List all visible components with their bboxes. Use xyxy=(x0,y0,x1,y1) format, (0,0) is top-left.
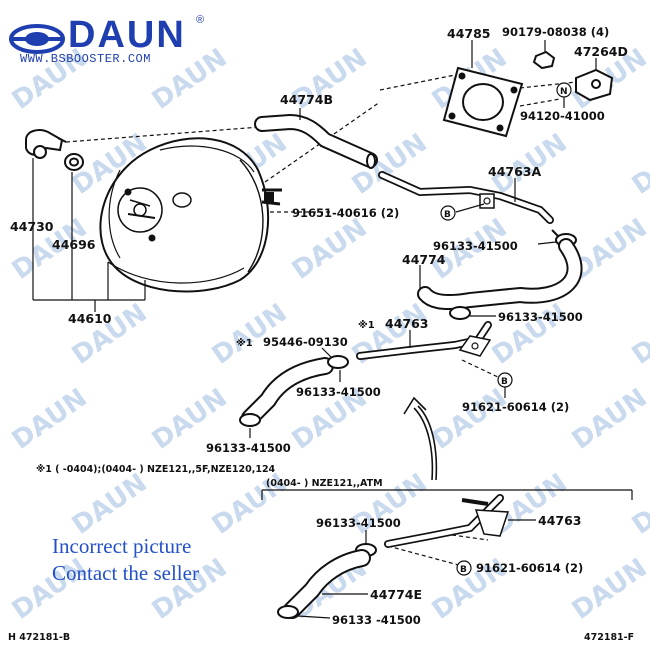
label-44774B: 44774B xyxy=(280,92,333,107)
label-91621-a: 91621-60614 (2) xyxy=(462,400,569,414)
label-95446: 95446-09130 xyxy=(263,335,348,349)
clamp-96133-f xyxy=(277,605,299,619)
label-96133-f: 96133 -41500 xyxy=(332,613,421,627)
label-96133-d: 96133-41500 xyxy=(206,441,291,455)
label-44774: 44774 xyxy=(402,252,446,267)
label-b-upper: B xyxy=(444,210,451,220)
label-44763A: 44763A xyxy=(488,164,541,179)
brand-url: WWW.BSBOOSTER.COM xyxy=(20,52,151,66)
label-96133-a: 96133-41500 xyxy=(433,239,518,253)
watermark-text: DAUN xyxy=(627,298,650,371)
label-44774E: 44774E xyxy=(370,587,422,602)
footnote: ※1 ( -0404);(0404- ) NZE121,,5F,NZE120,1… xyxy=(36,464,276,475)
watermark-text: DAUN xyxy=(287,213,373,286)
watermark-text: DAUN xyxy=(627,128,650,201)
label-44785: 44785 xyxy=(447,26,491,41)
code-right: 472181-F xyxy=(584,632,634,643)
code-left: H 472181-B xyxy=(8,632,70,643)
pipe-44763A xyxy=(378,171,554,224)
pipe-44763 xyxy=(356,321,492,360)
label-96133-c: 96133-41500 xyxy=(296,385,381,399)
nut-90179 xyxy=(532,50,556,70)
grommet-44696 xyxy=(64,153,84,171)
notice-line-2: Contact the seller xyxy=(52,561,199,585)
bracket-47264D xyxy=(575,68,614,102)
label-44730: 44730 xyxy=(10,219,54,234)
pipe-44763-lower xyxy=(384,494,510,548)
label-n-mark: N xyxy=(560,87,568,97)
watermark-text: DAUN xyxy=(7,383,93,456)
brand-registered-mark: ® xyxy=(196,14,205,26)
ref-circle-b-upper xyxy=(440,203,485,221)
label-90179: 90179-08038 (4) xyxy=(502,25,609,39)
booster-leaders xyxy=(32,158,146,312)
gasket-44785 xyxy=(442,66,524,138)
label-96133-e: 96133-41500 xyxy=(316,516,401,530)
notice-text: Incorrect picture Contact the seller xyxy=(52,533,199,587)
hose-44774E xyxy=(283,549,371,619)
label-b-middle: B xyxy=(501,377,508,387)
watermark-text: DAUN xyxy=(567,383,650,456)
ref-circle-b-lower xyxy=(456,560,472,576)
label-44610: 44610 xyxy=(68,311,112,326)
clamp-96133-d xyxy=(239,413,261,427)
label-star-44763: ※1 xyxy=(358,319,375,331)
watermark-text: DAUN xyxy=(627,468,650,541)
label-94120: 94120-41000 xyxy=(520,109,605,123)
watermark-text: DAUN xyxy=(67,468,153,541)
leader-95446 xyxy=(321,347,333,359)
label-44696: 44696 xyxy=(52,237,96,252)
hose-95446 xyxy=(241,357,334,427)
brand-logo-icon xyxy=(9,24,65,54)
variant-bracket xyxy=(261,489,633,500)
leader-96133-a xyxy=(537,241,557,245)
brake-booster-44610 xyxy=(99,137,282,293)
hose-44774 xyxy=(417,238,583,311)
label-star-95446: ※1 xyxy=(236,337,253,349)
clamp-96133-b xyxy=(449,306,471,320)
watermark-text: DAUN xyxy=(487,298,573,371)
variant-label: (0404- ) NZE121,,ATM xyxy=(266,478,383,489)
part-labels: 44785 90179-08038 (4) 47264D N 94120-410… xyxy=(8,25,634,643)
label-b-lower: B xyxy=(460,565,467,575)
brand-name: DAUN xyxy=(68,14,186,56)
check-valve-44730 xyxy=(25,129,67,159)
watermark-text: DAUN xyxy=(67,298,153,371)
label-91621-b: 91621-60614 (2) xyxy=(476,561,583,575)
clamp-96133-c xyxy=(327,355,349,369)
leader-96133-f xyxy=(297,615,331,619)
label-44763: 44763 xyxy=(385,316,429,331)
label-96133-b: 96133-41500 xyxy=(498,310,583,324)
label-47264D: 47264D xyxy=(574,44,628,59)
curved-arrow xyxy=(403,396,438,481)
watermark-text: DAUN xyxy=(427,383,513,456)
label-44763-lower: 44763 xyxy=(538,513,582,528)
label-91651: 91651-40616 (2) xyxy=(292,206,399,220)
notice-line-1: Incorrect picture xyxy=(52,534,192,558)
hose-44774B xyxy=(254,113,378,169)
